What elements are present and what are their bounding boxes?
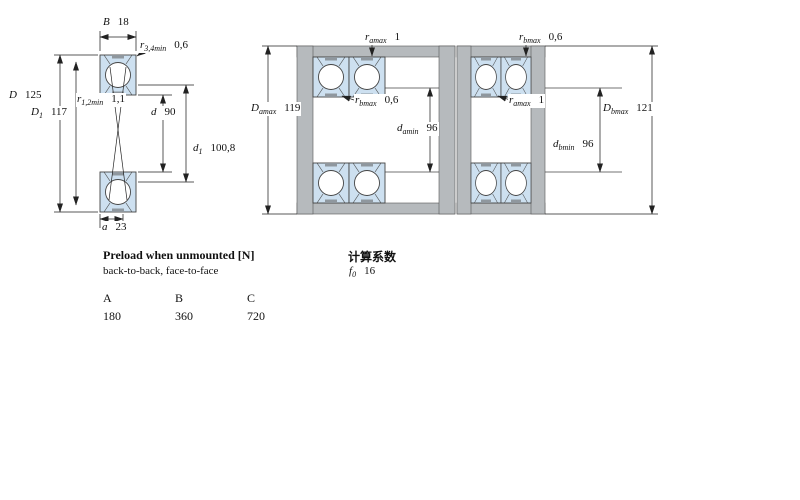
dim-subscript: 0 [352, 270, 357, 280]
dim-symbol: B [103, 16, 110, 28]
dim-value: 100,8 [210, 142, 236, 154]
preload-table-header: A B C [103, 291, 319, 306]
dim-subscript: bmax [523, 36, 541, 46]
dim-symbol: r [509, 94, 514, 106]
dim-subscript: 3,4min [144, 44, 167, 54]
dim-label-B: B 18 [102, 16, 130, 31]
dim-symbol: d [553, 138, 559, 150]
dim-subscript: 1,2min [81, 98, 104, 108]
dim-symbol: D [9, 89, 17, 101]
dim-subscript: bmax [359, 99, 377, 109]
dim-label-dbmin: dbmin 96 [552, 138, 595, 153]
dim-symbol: r [77, 93, 82, 105]
dim-value: 0,6 [548, 31, 563, 43]
dim-label-a: a 23 [101, 221, 128, 236]
dim-label-ramax-mid: ramax 1 [364, 31, 402, 46]
dim-label-d: d 90 [150, 106, 177, 121]
dim-label-d1: d1 100,8 [192, 142, 237, 157]
dim-subscript: amax [513, 99, 531, 109]
dim-value: 125 [24, 89, 42, 101]
bearing-cross-section [99, 54, 137, 213]
preload-val-c: 720 [247, 309, 265, 323]
dim-label-r34: r3,4min 0,6 [139, 39, 190, 54]
dim-symbol: d [151, 106, 157, 118]
dim-value: 1 [394, 31, 401, 43]
dim-value: 1,1 [111, 93, 126, 105]
calc-factor-title: 计算系数 [348, 250, 397, 264]
preload-title: Preload when unmounted [N] [103, 248, 255, 262]
dim-value: 18 [117, 16, 129, 28]
preload-table-values: 180 360 720 [103, 309, 319, 324]
pair-face-to-face [456, 45, 622, 215]
dim-symbol: r [519, 31, 524, 43]
dim-subscript: bmax [610, 107, 629, 117]
right-dimension-lines [497, 45, 658, 215]
dim-value: 0,6 [384, 94, 399, 106]
dim-symbol: d [397, 122, 403, 134]
dim-label-D: D 125 [8, 89, 43, 104]
dim-value: 16 [364, 265, 376, 277]
dim-value: 96 [426, 122, 438, 134]
dim-label-r12: r1,2min 1,1 [76, 93, 127, 108]
dim-label-rbmax-right: rbmax 0,6 [518, 31, 564, 46]
dim-symbol: r [140, 39, 145, 51]
dim-label-rbmax-mid: rbmax 0,6 [354, 94, 400, 109]
dim-symbol: r [355, 94, 360, 106]
dim-label-Dbmax: Dbmax 121 [602, 102, 654, 117]
dim-symbol: d [193, 142, 199, 154]
dim-subscript: 1 [38, 111, 43, 121]
dim-value: 117 [50, 106, 68, 118]
dim-value: 23 [115, 221, 127, 233]
dim-label-damin: damin 96 [396, 122, 439, 137]
dim-subscript: amax [258, 107, 277, 117]
dim-symbol: r [365, 31, 370, 43]
dim-symbol: a [102, 221, 108, 233]
dim-value: 96 [582, 138, 594, 150]
dim-subscript: amax [369, 36, 387, 46]
dim-subscript: amin [402, 127, 419, 137]
calc-factor-f0: f0 16 [348, 265, 376, 279]
dim-value: 90 [164, 106, 176, 118]
preload-col-a: A [103, 291, 112, 305]
dim-label-D1: D1 117 [30, 106, 69, 121]
dim-symbol: D [603, 102, 611, 114]
pair-back-to-back [296, 45, 456, 215]
dim-subscript: 1 [198, 147, 203, 157]
dim-label-ramax-right: ramax 1 [508, 94, 546, 109]
dim-value: 119 [284, 102, 301, 114]
preload-col-b: B [175, 291, 184, 305]
dim-symbol: D [251, 102, 259, 114]
dim-label-Damax: Damax 119 [250, 102, 302, 117]
preload-val-a: 180 [103, 309, 121, 323]
preload-val-b: 360 [175, 309, 193, 323]
dim-subscript: bmin [558, 143, 575, 153]
dim-symbol: D [31, 106, 39, 118]
dim-value: 1 [538, 94, 545, 106]
dim-value: 0,6 [174, 39, 189, 51]
contact-angle-lines [108, 66, 128, 201]
dim-symbol: f [349, 265, 353, 277]
dim-value: 121 [636, 102, 653, 114]
preload-col-c: C [247, 291, 256, 305]
preload-subtitle: back-to-back, face-to-face [103, 265, 219, 277]
